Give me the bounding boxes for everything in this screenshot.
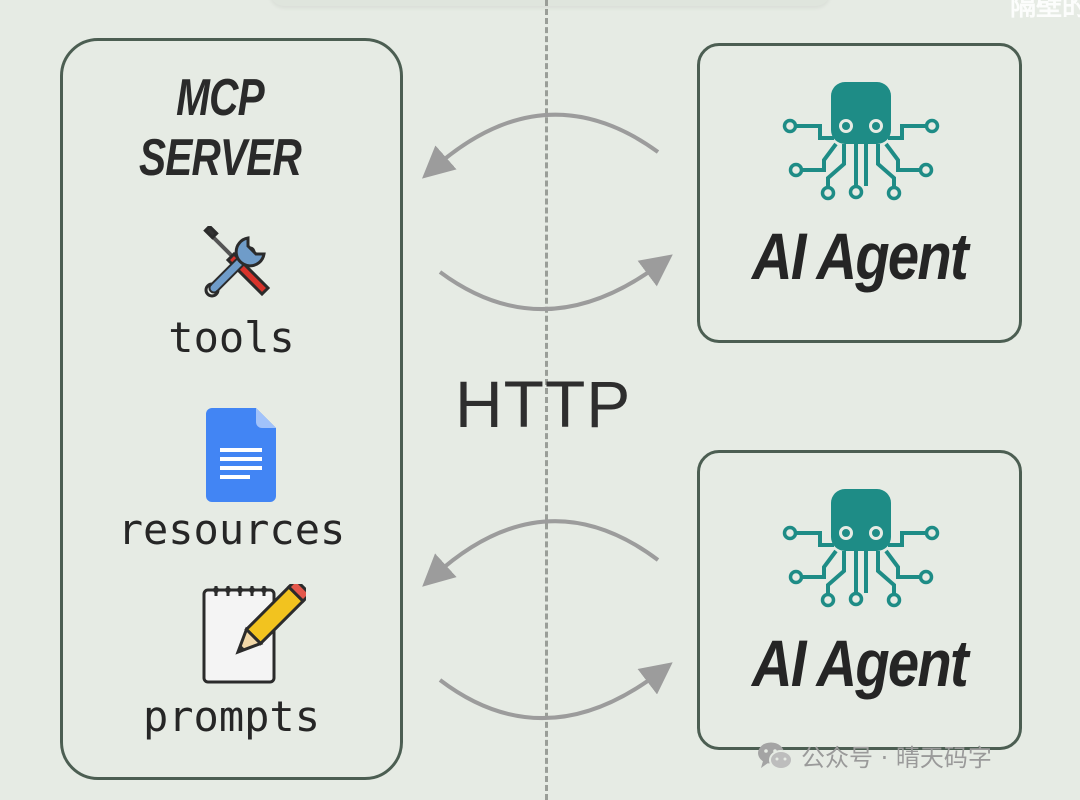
- arrow-server-to-agent2: [438, 662, 673, 721]
- arrow-agent1-to-server: [422, 112, 660, 179]
- octopus-circuit-icon: [782, 489, 940, 608]
- tools-label: tools: [168, 313, 295, 362]
- tools-icon: [203, 226, 271, 298]
- http-label: HTTP: [455, 367, 632, 441]
- document-icon: [206, 408, 276, 502]
- server-title-line2: SERVER: [138, 129, 302, 187]
- arrow-server-to-agent1: [438, 254, 673, 312]
- arrow-agent2-to-server: [422, 519, 660, 587]
- network-divider: [545, 0, 548, 800]
- ai-agent-box-2: AI Agent: [697, 450, 1022, 750]
- top-bar-fragment: [270, 0, 830, 6]
- mcp-server-box: [60, 38, 403, 780]
- agent-label-2: AI Agent: [752, 626, 969, 700]
- corner-watermark-text: 隔壁的: [1009, 0, 1080, 22]
- agent-label-1: AI Agent: [752, 219, 969, 293]
- server-title-line1: MCP: [176, 69, 265, 127]
- notepad-pencil-icon: [202, 584, 306, 684]
- octopus-circuit-icon: [782, 82, 940, 201]
- resources-label: resources: [117, 505, 346, 554]
- watermark-text: 公众号 · 晴天码字: [801, 744, 992, 772]
- ai-agent-box-1: AI Agent: [697, 43, 1022, 343]
- watermark: 公众号 · 晴天码字: [757, 738, 992, 773]
- prompts-label: prompts: [142, 692, 320, 741]
- server-title: MCP SERVER: [95, 68, 345, 188]
- wechat-icon: [758, 742, 793, 770]
